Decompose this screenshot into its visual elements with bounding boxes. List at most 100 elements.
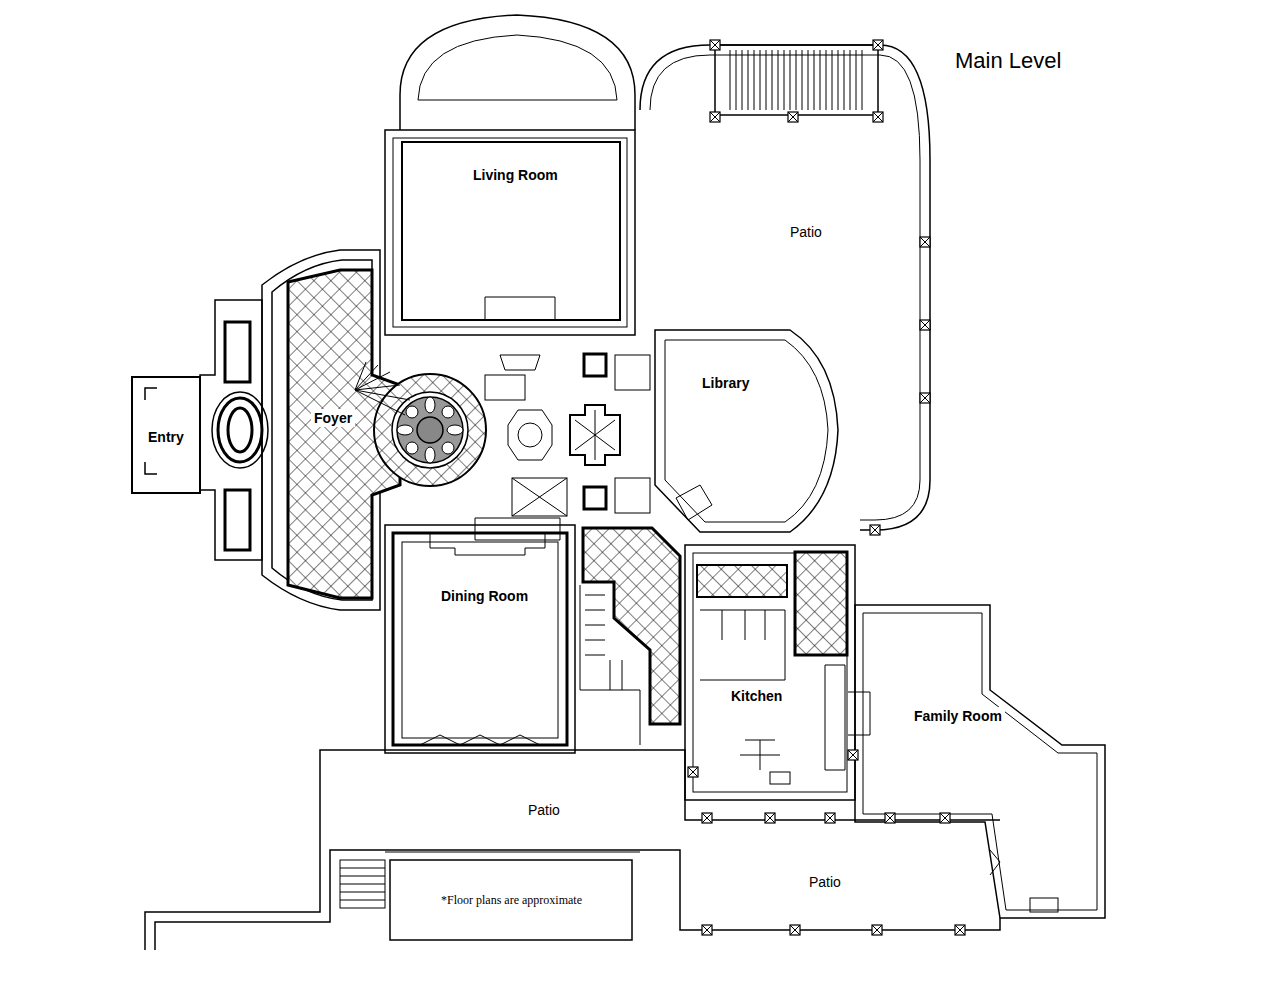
room-label-box: Kitchen xyxy=(728,687,785,705)
stair-hall xyxy=(580,585,640,745)
patio-posts xyxy=(710,40,720,50)
room-label-box: Living Room xyxy=(470,166,561,184)
patio-posts xyxy=(790,925,800,935)
entry-walls xyxy=(225,490,250,550)
foyer-walls xyxy=(374,374,486,486)
hall-fixtures xyxy=(584,487,606,509)
family-room-walls xyxy=(848,692,870,735)
living-room-walls xyxy=(393,138,627,327)
lower-patio-walls xyxy=(155,850,1000,950)
foyer-walls xyxy=(397,397,463,463)
room-name: Patio xyxy=(528,802,560,818)
room-label-box: Patio xyxy=(525,801,563,819)
living-room-walls xyxy=(402,142,620,320)
family-room-walls xyxy=(848,605,1105,918)
family-room-walls xyxy=(990,850,1000,875)
foyer-walls xyxy=(262,250,486,610)
foyer-walls xyxy=(442,406,454,418)
kitchen-walls xyxy=(697,565,787,597)
plan-line xyxy=(132,15,1105,950)
dining-room-walls xyxy=(385,525,575,753)
hall-fixtures xyxy=(475,354,650,540)
patio-posts xyxy=(920,237,930,247)
lower-patio-walls xyxy=(340,868,385,900)
patio-posts xyxy=(872,925,882,935)
kitchen-walls xyxy=(685,545,855,800)
hall-fixtures xyxy=(570,405,620,465)
patio-posts xyxy=(788,112,798,122)
foyer-walls xyxy=(406,406,418,418)
room-label-box: Entry xyxy=(145,428,187,446)
hall-fixtures xyxy=(485,375,525,400)
patio-posts xyxy=(825,813,835,823)
patio-posts xyxy=(920,320,930,330)
room-name: Patio xyxy=(790,224,822,240)
patio-posts xyxy=(688,40,965,935)
foyer-walls xyxy=(417,417,443,443)
living-room-walls xyxy=(385,130,635,335)
living-room-walls xyxy=(418,35,617,100)
foyer-walls xyxy=(392,392,468,468)
patio-posts xyxy=(765,813,775,823)
hall-fixtures xyxy=(575,410,615,460)
room-name: Dining Room xyxy=(441,588,528,604)
room-name: Living Room xyxy=(473,167,558,183)
stair-hall xyxy=(583,528,680,724)
entry-walls xyxy=(200,300,262,560)
library-walls xyxy=(655,330,838,532)
foyer-walls xyxy=(397,425,413,435)
family-room-walls xyxy=(855,605,1105,918)
patio-posts xyxy=(873,112,883,122)
entry-walls xyxy=(225,322,250,382)
patio-posts xyxy=(688,767,698,777)
lower-patio-walls xyxy=(340,860,385,908)
kitchen-walls xyxy=(795,552,847,655)
room-name: Patio xyxy=(809,874,841,890)
kitchen-walls xyxy=(700,610,845,770)
entry-walls xyxy=(132,377,200,493)
patio-walls xyxy=(715,45,878,115)
foyer-walls xyxy=(442,442,454,454)
kitchen-walls xyxy=(693,553,847,792)
hall-fixtures xyxy=(615,478,650,513)
entry-walls xyxy=(212,392,268,468)
room-name: Foyer xyxy=(314,410,352,426)
lower-patio-walls xyxy=(390,860,632,940)
patio-posts xyxy=(940,813,950,823)
library-walls xyxy=(655,330,838,532)
patio-walls xyxy=(640,45,930,530)
patio-posts xyxy=(870,525,880,535)
entry-walls xyxy=(132,300,268,560)
room-label-box: Dining Room xyxy=(438,587,531,605)
patio-posts xyxy=(848,750,858,760)
foyer-walls xyxy=(397,397,463,463)
patio-walls xyxy=(650,55,920,520)
room-label-box: Library xyxy=(699,374,752,392)
patio-posts xyxy=(955,925,965,935)
room-name: Library xyxy=(702,375,749,391)
stair-hall xyxy=(580,528,680,745)
dining-room-walls xyxy=(430,533,545,555)
hall-fixtures xyxy=(615,355,650,390)
patio-posts xyxy=(885,813,895,823)
lower-patio-walls xyxy=(385,852,640,853)
hall-fixtures xyxy=(518,423,542,447)
hall-fixtures xyxy=(512,478,567,516)
dining-room-walls xyxy=(393,533,567,745)
living-room-walls xyxy=(400,15,635,130)
foyer-walls xyxy=(355,362,410,415)
patio-posts xyxy=(702,925,712,935)
library-walls xyxy=(676,485,712,520)
room-label-box: Patio xyxy=(806,873,844,891)
hall-fixtures xyxy=(475,518,560,540)
dining-room-walls xyxy=(420,735,540,745)
room-name: Kitchen xyxy=(731,688,782,704)
patio-posts xyxy=(702,813,712,823)
entry-walls xyxy=(228,408,252,452)
dining-room-walls xyxy=(385,525,575,753)
hall-fixtures xyxy=(584,354,606,376)
patio-walls xyxy=(640,45,930,530)
patio-posts xyxy=(710,112,720,122)
family-room-walls xyxy=(863,613,1097,910)
plan-title: Main Level xyxy=(955,48,1061,74)
